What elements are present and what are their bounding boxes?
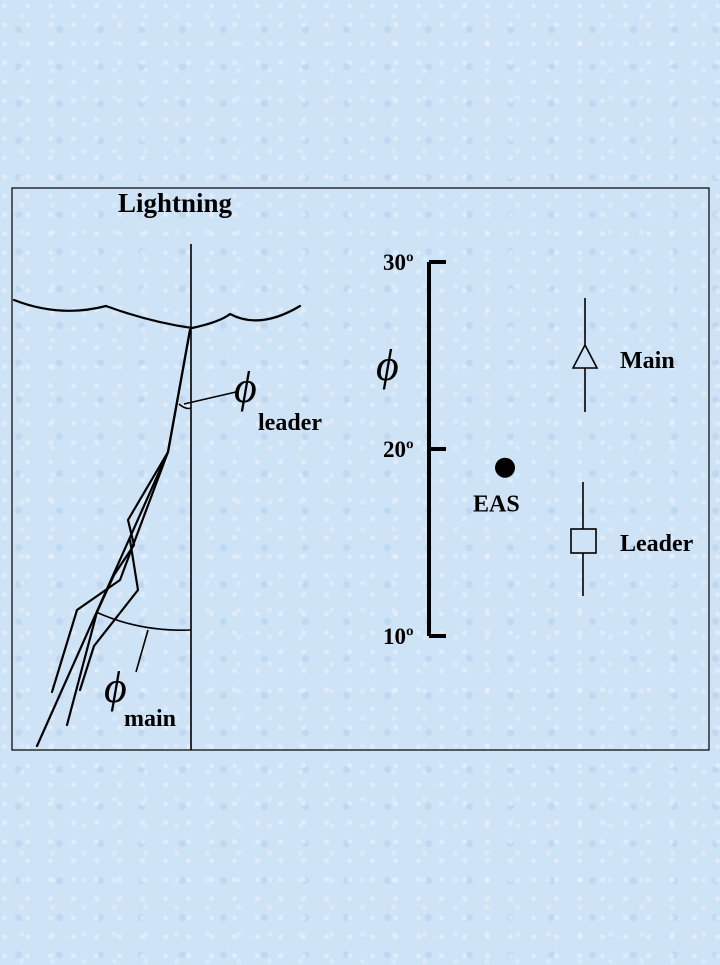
eas-label: EAS: [473, 492, 520, 518]
leader-subscript: leader: [258, 410, 322, 436]
main-angle-pointer: [135, 629, 149, 673]
triangle-icon: [571, 343, 599, 369]
leader-angle-arc: [178, 403, 192, 410]
leader-channel: [65, 328, 192, 727]
main-angle-arc: [95, 611, 192, 631]
legend-leader-label: Leader: [620, 531, 694, 557]
axis-tick-label: 20º: [383, 437, 414, 462]
lightning-branch-2: [78, 538, 140, 692]
cloud-base: [12, 298, 302, 330]
lightning-branch: [50, 450, 170, 694]
eas-point: [495, 457, 515, 478]
diagram-title: Lightning: [118, 188, 233, 218]
legend-main-label: Main: [620, 348, 675, 374]
phi-leader-symbol: ϕ: [234, 363, 257, 412]
axis-tick-label: 10º: [383, 624, 414, 649]
axis-tick-label: 30º: [383, 250, 414, 275]
diagram-frame: [11, 187, 710, 751]
angle-axis: 30º 20º 10º: [383, 250, 446, 649]
main-subscript: main: [124, 706, 176, 732]
square-icon: [570, 528, 597, 554]
phi-axis-symbol: ϕ: [376, 341, 399, 390]
leader-angle-pointer: [183, 391, 237, 405]
phi-main-symbol: ϕ: [104, 663, 127, 712]
